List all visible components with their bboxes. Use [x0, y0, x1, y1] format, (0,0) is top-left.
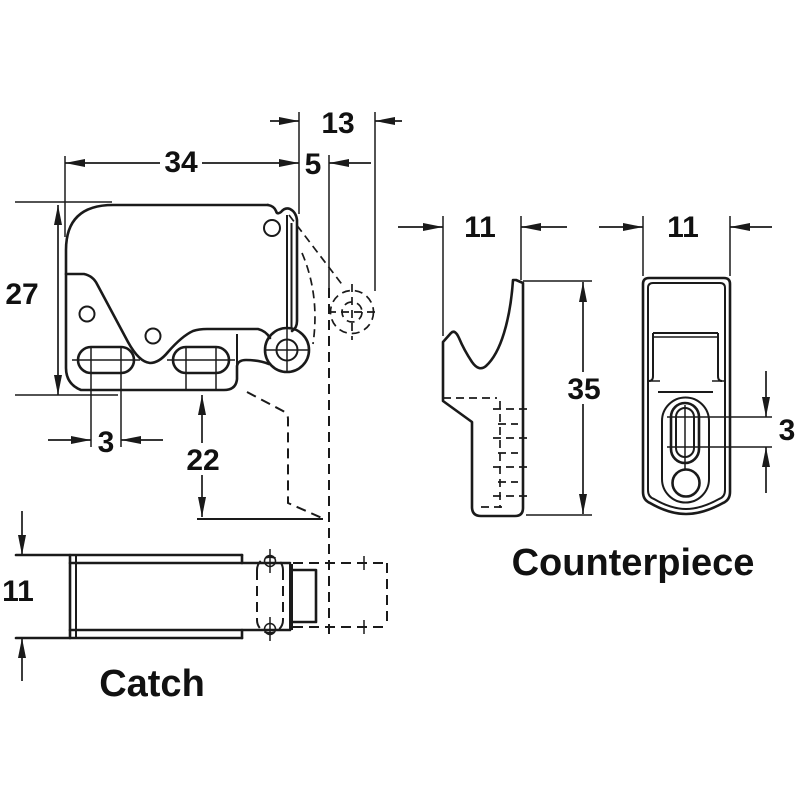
catch-head-rect: [291, 568, 318, 624]
latch-lever-outer: [266, 203, 299, 333]
front-outer-shell: [641, 276, 732, 516]
catch-label: Catch: [99, 663, 205, 705]
dim-counterpiece-height: 35: [567, 373, 600, 406]
dimension-annotations: 34 13 5 27 3 22 11 11 11 35 3: [2, 107, 795, 681]
dim-catch-height: 11: [2, 575, 34, 608]
dim-35-bg: [558, 372, 610, 404]
roller-outer: [263, 326, 311, 374]
front-screw-hole: [671, 468, 701, 498]
latch-body-view: [64, 203, 311, 392]
latch-inner-contour: [64, 272, 272, 365]
dim-counterpiece-side-width: 11: [464, 211, 496, 244]
counterpiece-front-view: [641, 276, 732, 516]
catch-view: [14, 549, 388, 641]
counterpiece-label: Counterpiece: [512, 542, 755, 584]
front-inner-shell: [647, 282, 726, 511]
dim-lever-gap: 5: [305, 148, 322, 181]
dim-34-bg: [160, 146, 202, 176]
dim-lever-travel: 13: [321, 107, 354, 140]
front-boss: [661, 396, 710, 504]
dim-bottom-offset: 22: [186, 444, 219, 477]
latch-hole-top-right: [263, 219, 281, 237]
open-lever-arc: [301, 252, 316, 345]
door-silhouette-dashed: [246, 391, 323, 519]
front-slot-outer: [669, 401, 701, 465]
dim-counterpiece-front-width: 11: [667, 211, 699, 244]
latch-outline: [64, 203, 271, 392]
counterpiece-side-outline: [441, 278, 525, 518]
counterpiece-ribs: [481, 408, 529, 508]
open-head-dashed: [293, 562, 388, 628]
front-slot-inner: [675, 407, 695, 458]
dim-counterpiece-slot: 3: [779, 414, 796, 447]
counterpiece-side-view: [441, 278, 529, 518]
dim-slot-spacing: 3: [98, 426, 115, 459]
dim-latch-height: 27: [5, 278, 38, 311]
open-lever-line: [288, 214, 345, 288]
latch-hole-middle: [144, 327, 162, 345]
dim-latch-width: 34: [164, 146, 198, 179]
latch-open-position-dashed: [246, 214, 376, 636]
latch-hole-left: [78, 305, 96, 323]
dim-22-bg: [179, 443, 227, 475]
